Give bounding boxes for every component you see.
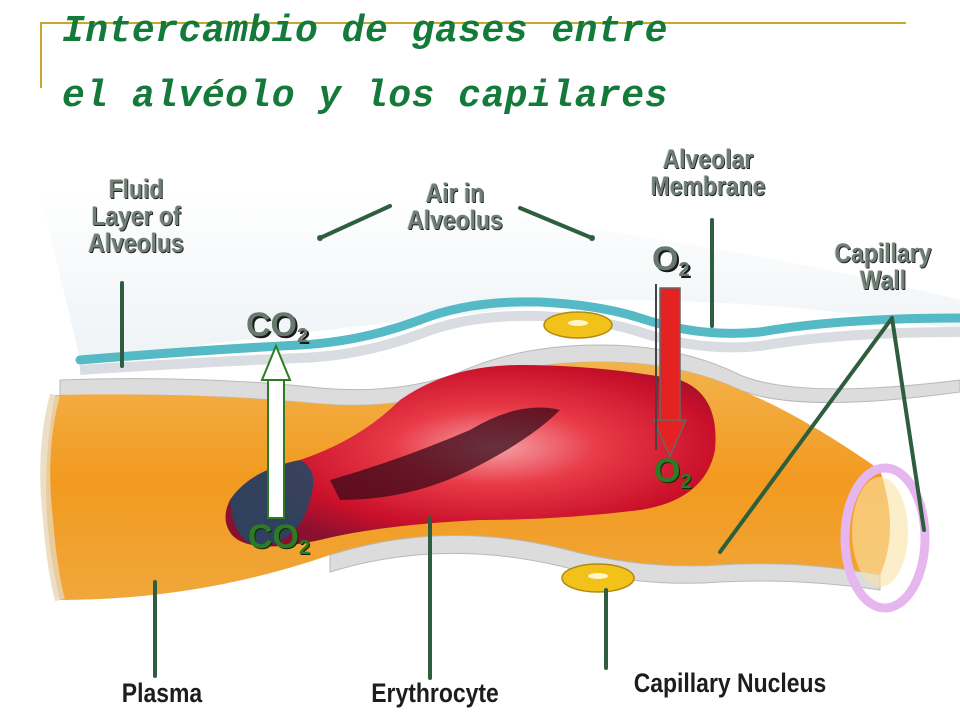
capillary-wall-bottom	[329, 535, 881, 591]
co2-label-bottom: CO2	[248, 518, 311, 559]
alveolar-membrane	[75, 297, 960, 365]
o2-label-bottom: O2	[654, 452, 692, 493]
pointer-lines	[120, 204, 926, 680]
capillary-cross-section	[840, 463, 930, 613]
co2-arrow	[260, 343, 292, 519]
title-line-1: Intercambio de gases entre	[62, 10, 668, 53]
label-air-in-alveolus: Air in Alveolus	[407, 178, 503, 235]
label-capillary-nucleus: Capillary Nucleus	[633, 668, 827, 698]
label-erythrocyte: Erythrocyte	[371, 678, 499, 708]
header-rule-vertical	[40, 22, 42, 88]
co2-label-top: CO2	[246, 306, 309, 347]
o2-label-top: O2	[652, 240, 690, 281]
label-plasma: Plasma	[121, 678, 203, 708]
header-rule-horizontal	[40, 22, 906, 24]
o2-arrow	[652, 284, 688, 458]
label-capillary-wall: Capillary Wall	[834, 238, 932, 295]
label-alveolar-membrane: Alveolar Membrane	[650, 144, 766, 201]
title-line-2: el alvéolo y los capilares	[62, 75, 668, 118]
alveolus-air-region	[40, 186, 960, 360]
label-fluid-layer: Fluid Layer of Alveolus	[88, 174, 184, 258]
